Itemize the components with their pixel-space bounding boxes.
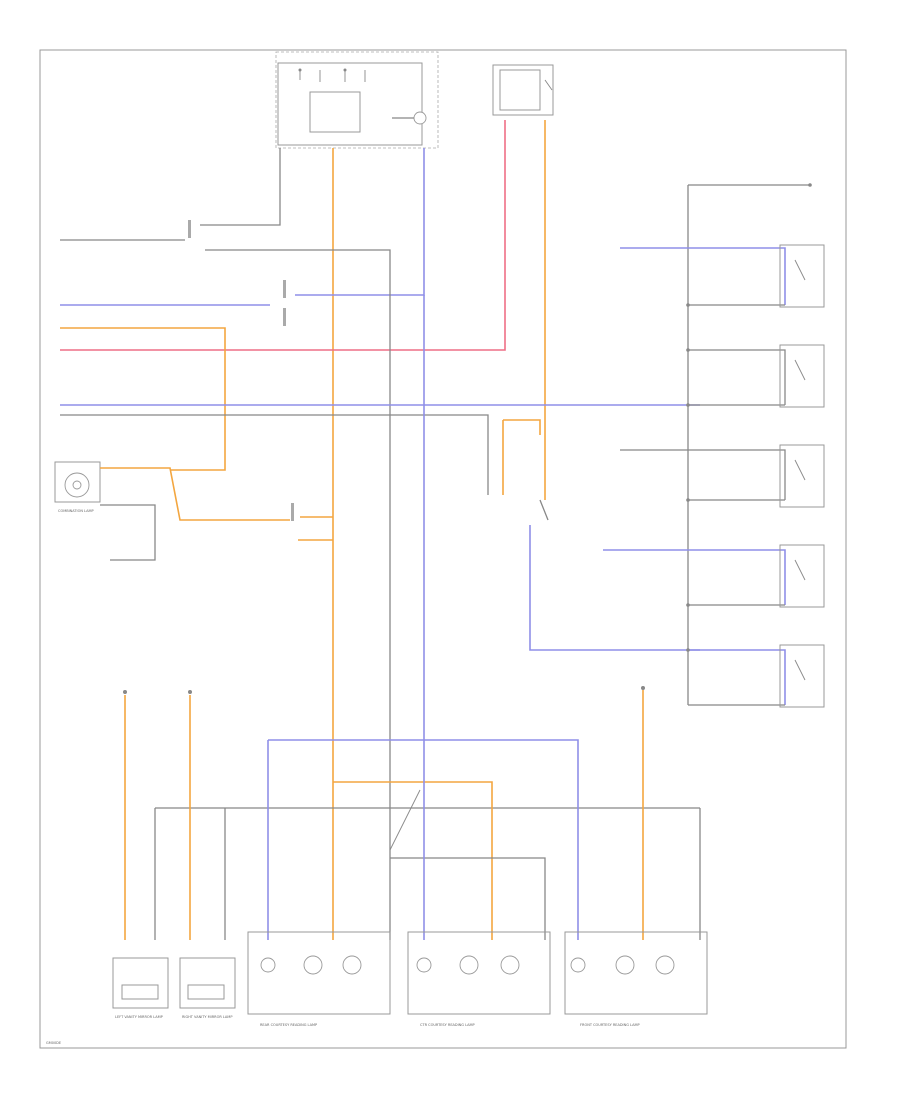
diagram-frame bbox=[39, 49, 847, 1049]
middle-switch bbox=[291, 295, 700, 740]
door-switch-5 bbox=[779, 644, 825, 708]
left-vanity-lamp: LEFT VANITY MIRROR LAMP bbox=[112, 957, 169, 1019]
wire-blu-top bbox=[295, 148, 425, 296]
rear-courtesy-label: REAR COURTESY READING LAMP bbox=[260, 1023, 317, 1027]
front-courtesy-lamp: FRONT COURTESY READING LAMP bbox=[564, 931, 708, 1027]
right-vanity-label: RIGHT VANITY MIRROR LAMP bbox=[182, 1015, 232, 1019]
rear-courtesy-lamp: REAR COURTESY READING LAMP bbox=[247, 931, 391, 1027]
left-vanity-label: LEFT VANITY MIRROR LAMP bbox=[115, 1015, 163, 1019]
combination-lamp-label: COMBINATION LAMP bbox=[58, 509, 94, 513]
ctr-courtesy-lamp: CTR COURTESY READING LAMP bbox=[407, 931, 551, 1027]
door-switch-3 bbox=[779, 444, 825, 508]
right-vanity-lamp: RIGHT VANITY MIRROR LAMP bbox=[179, 957, 236, 1019]
door-switch-4 bbox=[779, 544, 825, 608]
overhead-console-switch bbox=[275, 51, 439, 149]
front-courtesy-label: FRONT COURTESY READING LAMP bbox=[580, 1023, 640, 1027]
bottom-bus bbox=[123, 686, 701, 940]
ctr-courtesy-label: CTR COURTESY READING LAMP bbox=[420, 1023, 475, 1027]
combination-lamp: COMBINATION LAMP bbox=[54, 461, 290, 561]
wire-red-top bbox=[60, 120, 506, 351]
door-switch-2 bbox=[779, 344, 825, 408]
wire-blk-top-left bbox=[200, 148, 281, 226]
right-door-switches bbox=[603, 183, 825, 708]
door-switch-1 bbox=[779, 244, 825, 308]
left-connector-group bbox=[60, 220, 700, 940]
door-switch-module bbox=[492, 64, 554, 116]
footer-code: GM00DE bbox=[46, 1041, 61, 1045]
